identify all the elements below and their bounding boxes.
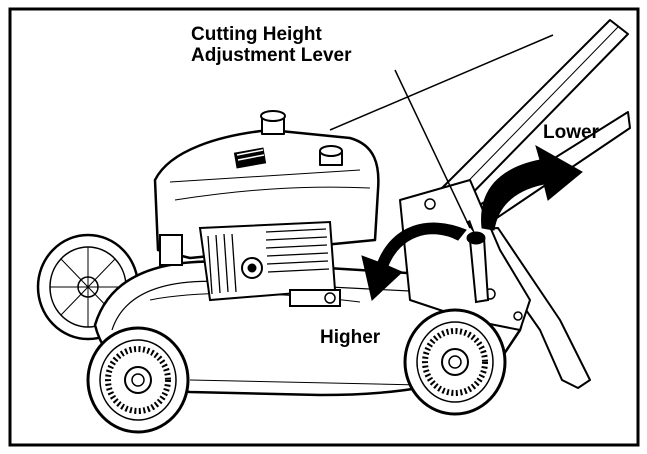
- lever-label-line1: Cutting Height: [191, 24, 322, 45]
- lever-label: Cutting Height Adjustment Lever: [191, 24, 351, 67]
- higher-arrow-icon: [361, 222, 467, 301]
- lever-leader-line: [394, 69, 471, 229]
- figure-border: [8, 7, 640, 447]
- lever-label-line2: Adjustment Lever: [191, 45, 352, 67]
- height-adjust-bracket: [399, 179, 531, 331]
- lever-leader-arrowhead: [466, 220, 476, 236]
- cutting-height-lever: [466, 231, 490, 304]
- higher-label: Higher: [320, 327, 381, 348]
- front-left-wheel: [86, 326, 190, 434]
- front-right-wheel: [403, 308, 507, 416]
- control-cable: [329, 34, 554, 131]
- lower-arrow-icon: [481, 144, 583, 231]
- engine-housing: [159, 220, 341, 307]
- lower-label: Lower: [543, 122, 599, 143]
